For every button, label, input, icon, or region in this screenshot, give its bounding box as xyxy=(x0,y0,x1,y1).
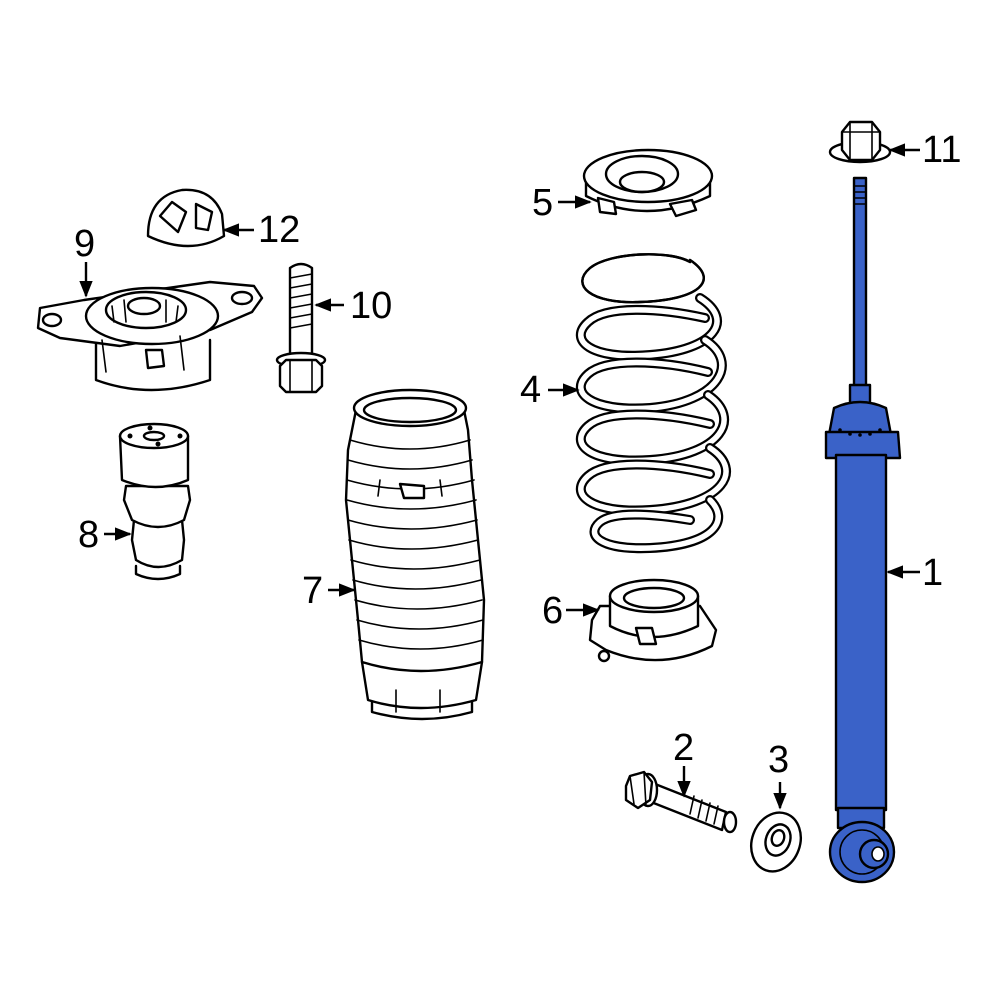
part-4-coil-spring[interactable] xyxy=(575,253,732,554)
callout-labels: 1 2 3 4 5 6 7 8 9 10 11 12 xyxy=(74,129,961,781)
part-1-shock-absorber[interactable] xyxy=(824,176,902,884)
callout-3: 3 xyxy=(768,739,789,781)
callout-9: 9 xyxy=(74,223,95,265)
part-11-nut[interactable] xyxy=(828,120,892,164)
part-12-cap[interactable] xyxy=(146,188,226,248)
part-8-bump-stop[interactable] xyxy=(118,422,192,581)
part-9-upper-mount[interactable] xyxy=(36,280,264,392)
callout-7: 7 xyxy=(302,570,323,612)
callout-10: 10 xyxy=(350,285,392,327)
callout-11: 11 xyxy=(922,129,961,171)
part-6-lower-spring-seat[interactable] xyxy=(588,578,718,663)
part-2-bolt[interactable] xyxy=(624,770,738,834)
part-10-bolt[interactable] xyxy=(275,262,327,394)
callout-12: 12 xyxy=(258,209,300,251)
callout-5: 5 xyxy=(532,182,553,224)
part-5-upper-spring-seat[interactable] xyxy=(582,148,714,218)
part-3-washer[interactable] xyxy=(743,806,809,879)
callout-1: 1 xyxy=(922,552,943,594)
callout-2: 2 xyxy=(673,727,694,769)
callout-arrows xyxy=(79,143,920,810)
callout-4: 4 xyxy=(520,369,541,411)
part-7-dust-boot[interactable] xyxy=(344,388,486,721)
callout-8: 8 xyxy=(78,514,99,556)
callout-6: 6 xyxy=(542,590,563,632)
